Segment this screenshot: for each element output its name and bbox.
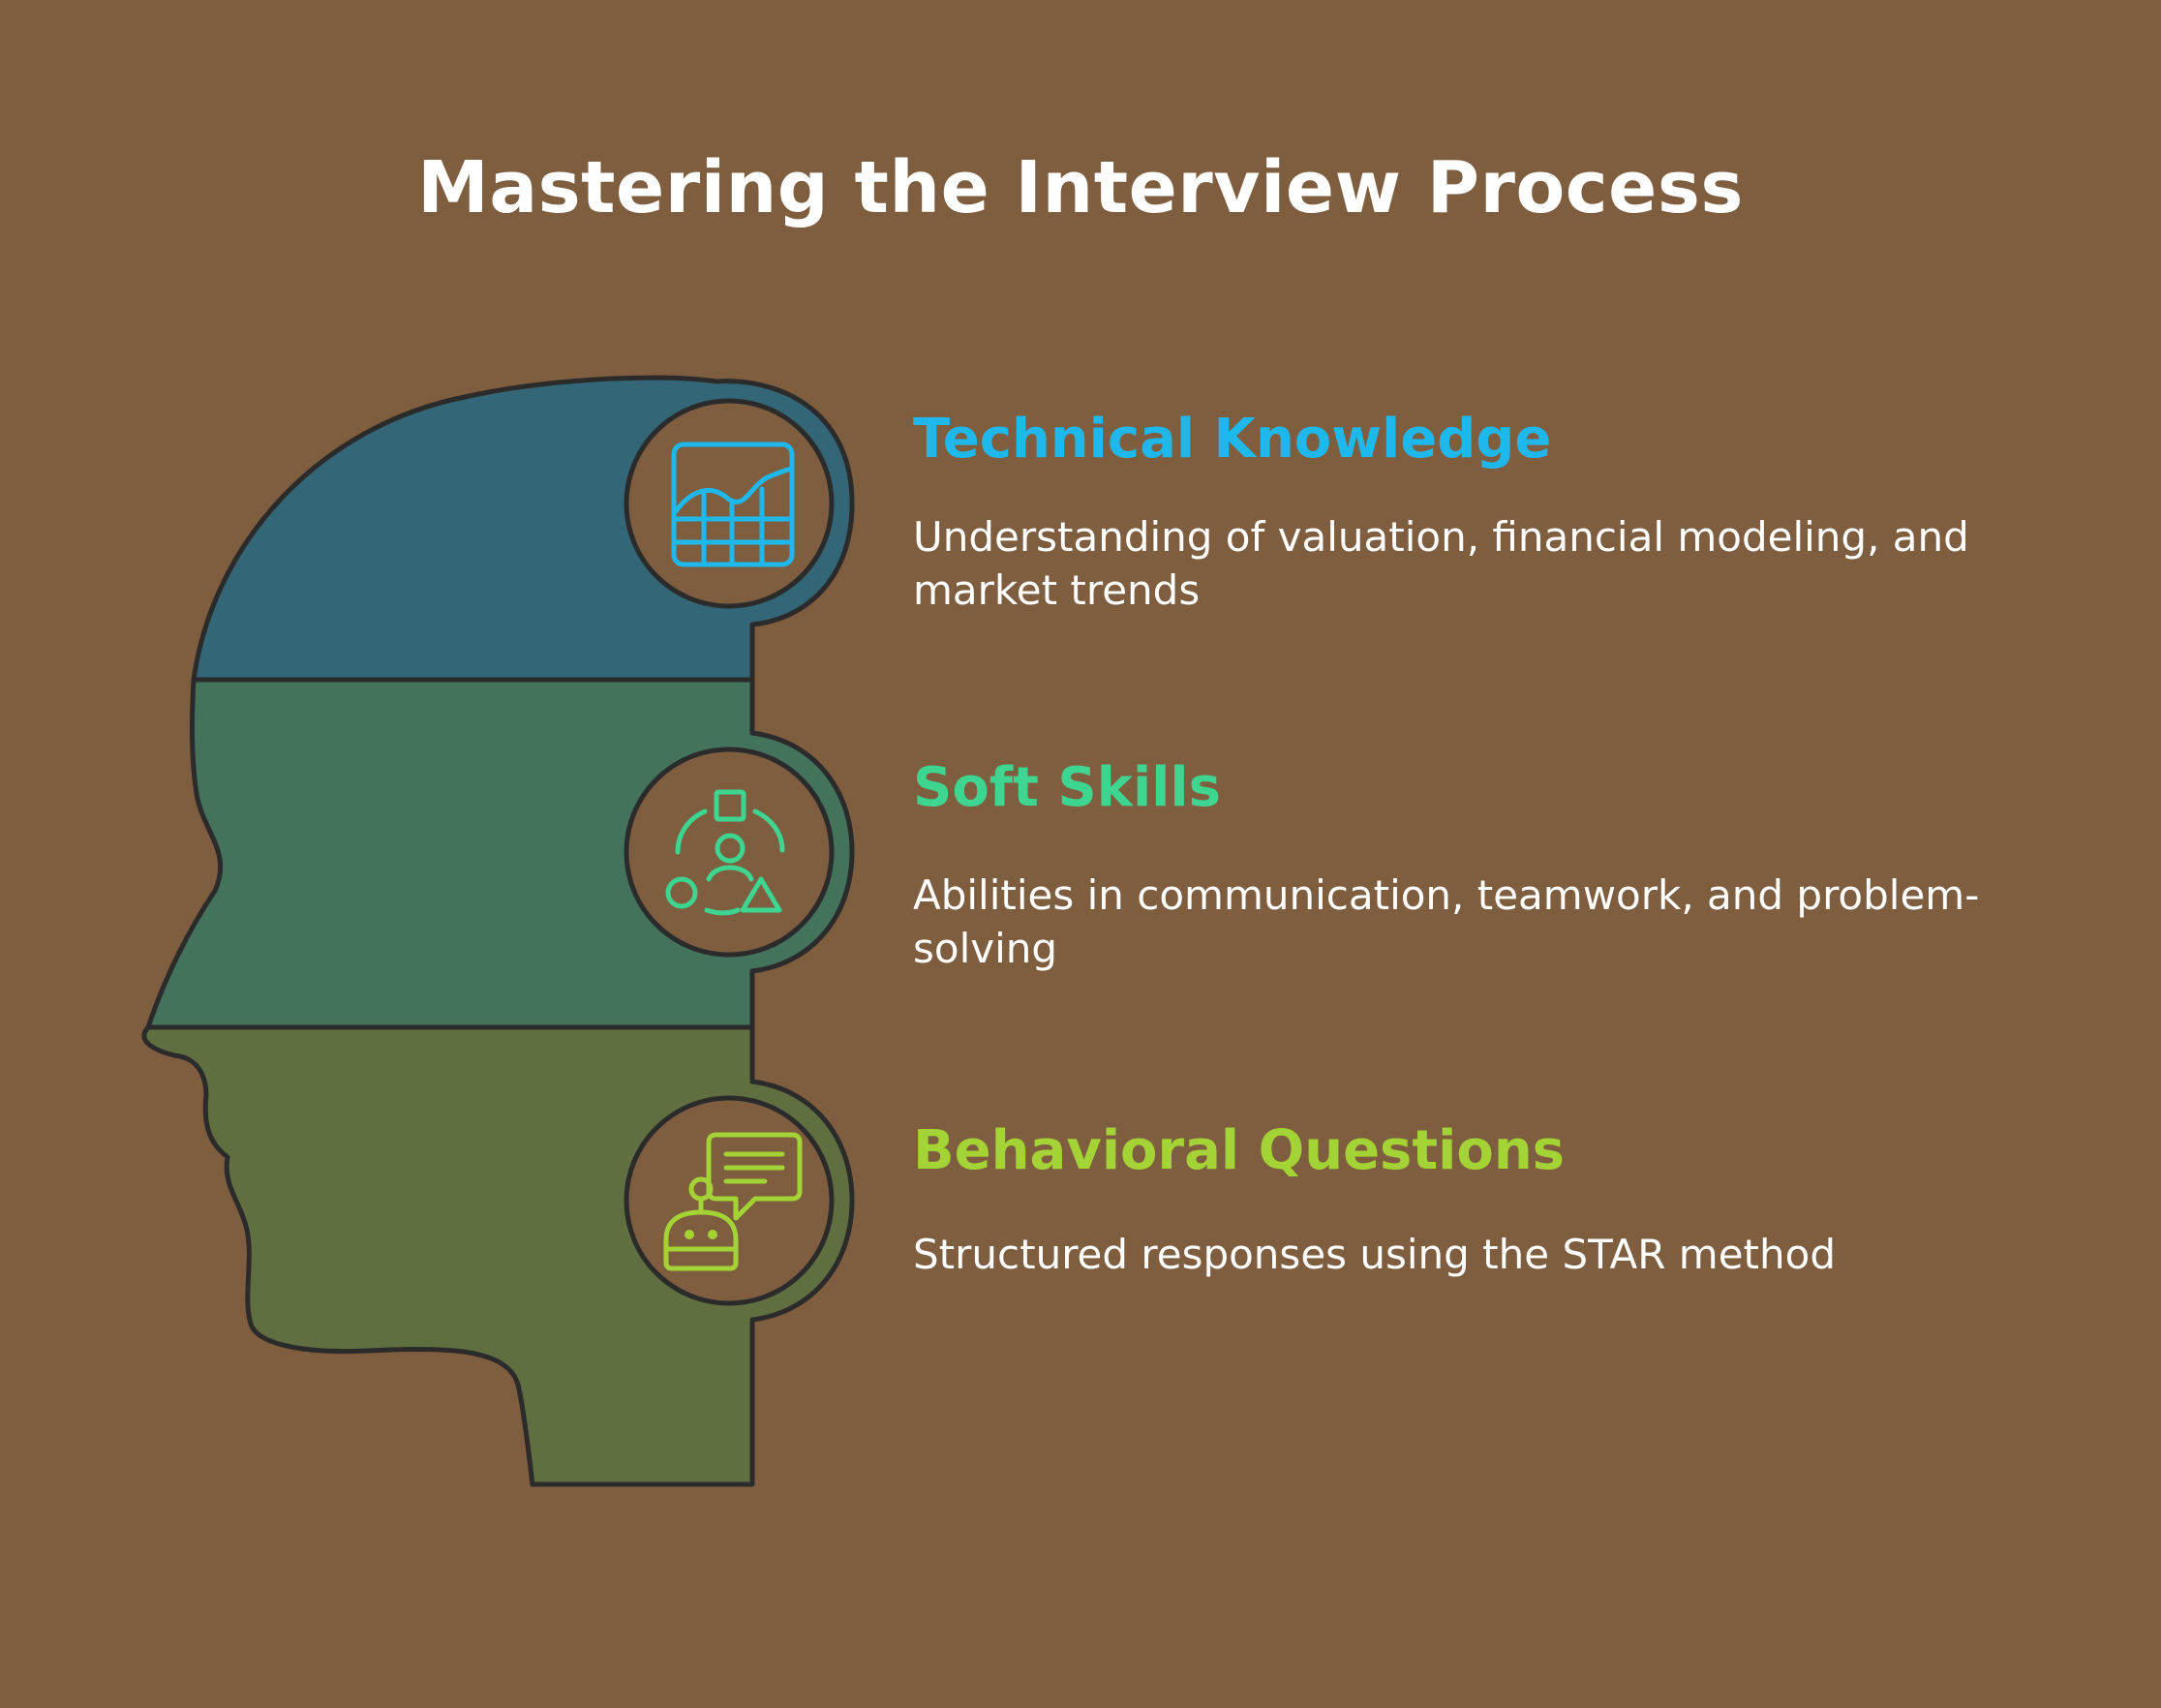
page-title: Mastering the Interview Process bbox=[417, 146, 1744, 229]
icon-circle-technical bbox=[624, 398, 835, 609]
section-title-soft-skills: Soft Skills bbox=[913, 756, 1221, 819]
financial-chart-icon bbox=[671, 442, 795, 567]
section-technical-knowledge: Technical Knowledge Understanding of val… bbox=[913, 407, 2055, 617]
icon-circle-soft-skills bbox=[624, 747, 835, 958]
section-title-technical: Technical Knowledge bbox=[913, 408, 1552, 471]
section-title-behavioral: Behavioral Questions bbox=[913, 1119, 1566, 1182]
section-description-technical: Understanding of valuation, financial mo… bbox=[913, 513, 1969, 615]
section-description-behavioral: Structured responses using the STAR meth… bbox=[913, 1231, 1836, 1279]
section-description-soft-skills: Abilities in communication, teamwork, an… bbox=[913, 871, 1980, 973]
teamwork-shapes-icon bbox=[665, 789, 785, 916]
icon-circle-behavioral bbox=[624, 1095, 835, 1306]
section-soft-skills: Soft Skills Abilities in communication, … bbox=[913, 755, 2055, 975]
chatbot-speech-icon bbox=[663, 1132, 803, 1271]
section-behavioral-questions: Behavioral Questions Structured response… bbox=[913, 1118, 2055, 1281]
